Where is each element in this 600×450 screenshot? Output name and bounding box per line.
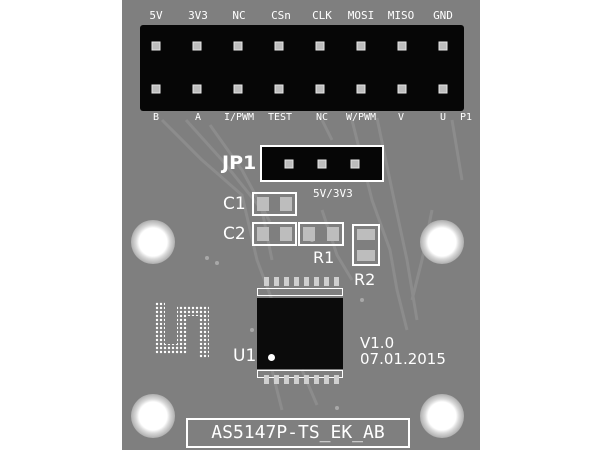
header-pin (397, 41, 407, 51)
capacitor-c2 (252, 222, 297, 246)
smd-pad (280, 197, 292, 211)
header-top-label: MISO (387, 9, 415, 22)
smd-pad (303, 227, 315, 241)
smd-pad (357, 250, 375, 261)
header-pin (274, 41, 284, 51)
header-pin (438, 41, 448, 51)
header-pin (192, 41, 202, 51)
resistor-r1 (298, 222, 344, 246)
smd-pad (327, 227, 339, 241)
header-top-label: 3V3 (188, 9, 208, 22)
header-pin (274, 84, 284, 94)
resistor-ref-label: R2 (354, 270, 376, 289)
date-label: 07.01.2015 (360, 350, 446, 368)
header-bottom-label: U (439, 112, 447, 123)
header-top-label: CSn (271, 9, 291, 22)
pin-header-p1 (140, 25, 464, 111)
header-bottom-label: B (152, 112, 160, 123)
header-ref-label: P1 (459, 112, 473, 123)
version-label: V1.0 (360, 334, 395, 352)
header-pin (356, 41, 366, 51)
header-pin (397, 84, 407, 94)
mounting-hole (420, 220, 464, 264)
board-name-label: AS5147P-TS_EK_AB (186, 418, 410, 448)
smd-pad (357, 229, 375, 240)
mounting-hole (131, 220, 175, 264)
jumper-pin (284, 159, 294, 169)
ic-pad-row (257, 370, 343, 378)
pin1-marker-icon (268, 354, 275, 361)
resistor-ref-label: R1 (313, 248, 335, 267)
header-bottom-label: V (397, 112, 405, 123)
header-pin (233, 84, 243, 94)
smd-pad (257, 197, 269, 211)
mounting-hole (420, 394, 464, 438)
header-bottom-label: W/PWM (345, 112, 377, 123)
header-top-label: GND (433, 9, 453, 22)
header-pin (356, 84, 366, 94)
jumper-pin (350, 159, 360, 169)
header-top-label: NC (232, 9, 246, 22)
smd-pad (280, 227, 292, 241)
header-pin (438, 84, 448, 94)
jumper-jp1 (260, 145, 384, 182)
header-pin (233, 41, 243, 51)
jumper-pin (317, 159, 327, 169)
header-top-label: 5V (149, 9, 163, 22)
header-top-label: MOSI (347, 9, 375, 22)
header-bottom-label: NC (315, 112, 329, 123)
header-bottom-label: I/PWM (223, 112, 255, 123)
header-pin (151, 41, 161, 51)
mounting-hole (131, 394, 175, 438)
header-bottom-label: A (194, 112, 202, 123)
capacitor-c1 (252, 192, 297, 216)
header-pin (315, 84, 325, 94)
jumper-label: 5V/3V3 (313, 187, 353, 200)
header-bottom-label: TEST (267, 112, 293, 123)
capacitor-ref-label: C1 (223, 194, 246, 214)
dotted-logo-icon (155, 302, 209, 358)
ic-ref-label: U1 (233, 346, 257, 366)
capacitor-ref-label: C2 (223, 224, 246, 244)
smd-pad (257, 227, 269, 241)
ic-pad-row (257, 288, 343, 296)
jumper-ref-label: JP1 (222, 152, 257, 174)
header-pin (192, 84, 202, 94)
header-pin (151, 84, 161, 94)
header-top-label: CLK (312, 9, 332, 22)
resistor-r2 (352, 224, 380, 266)
header-pin (315, 41, 325, 51)
